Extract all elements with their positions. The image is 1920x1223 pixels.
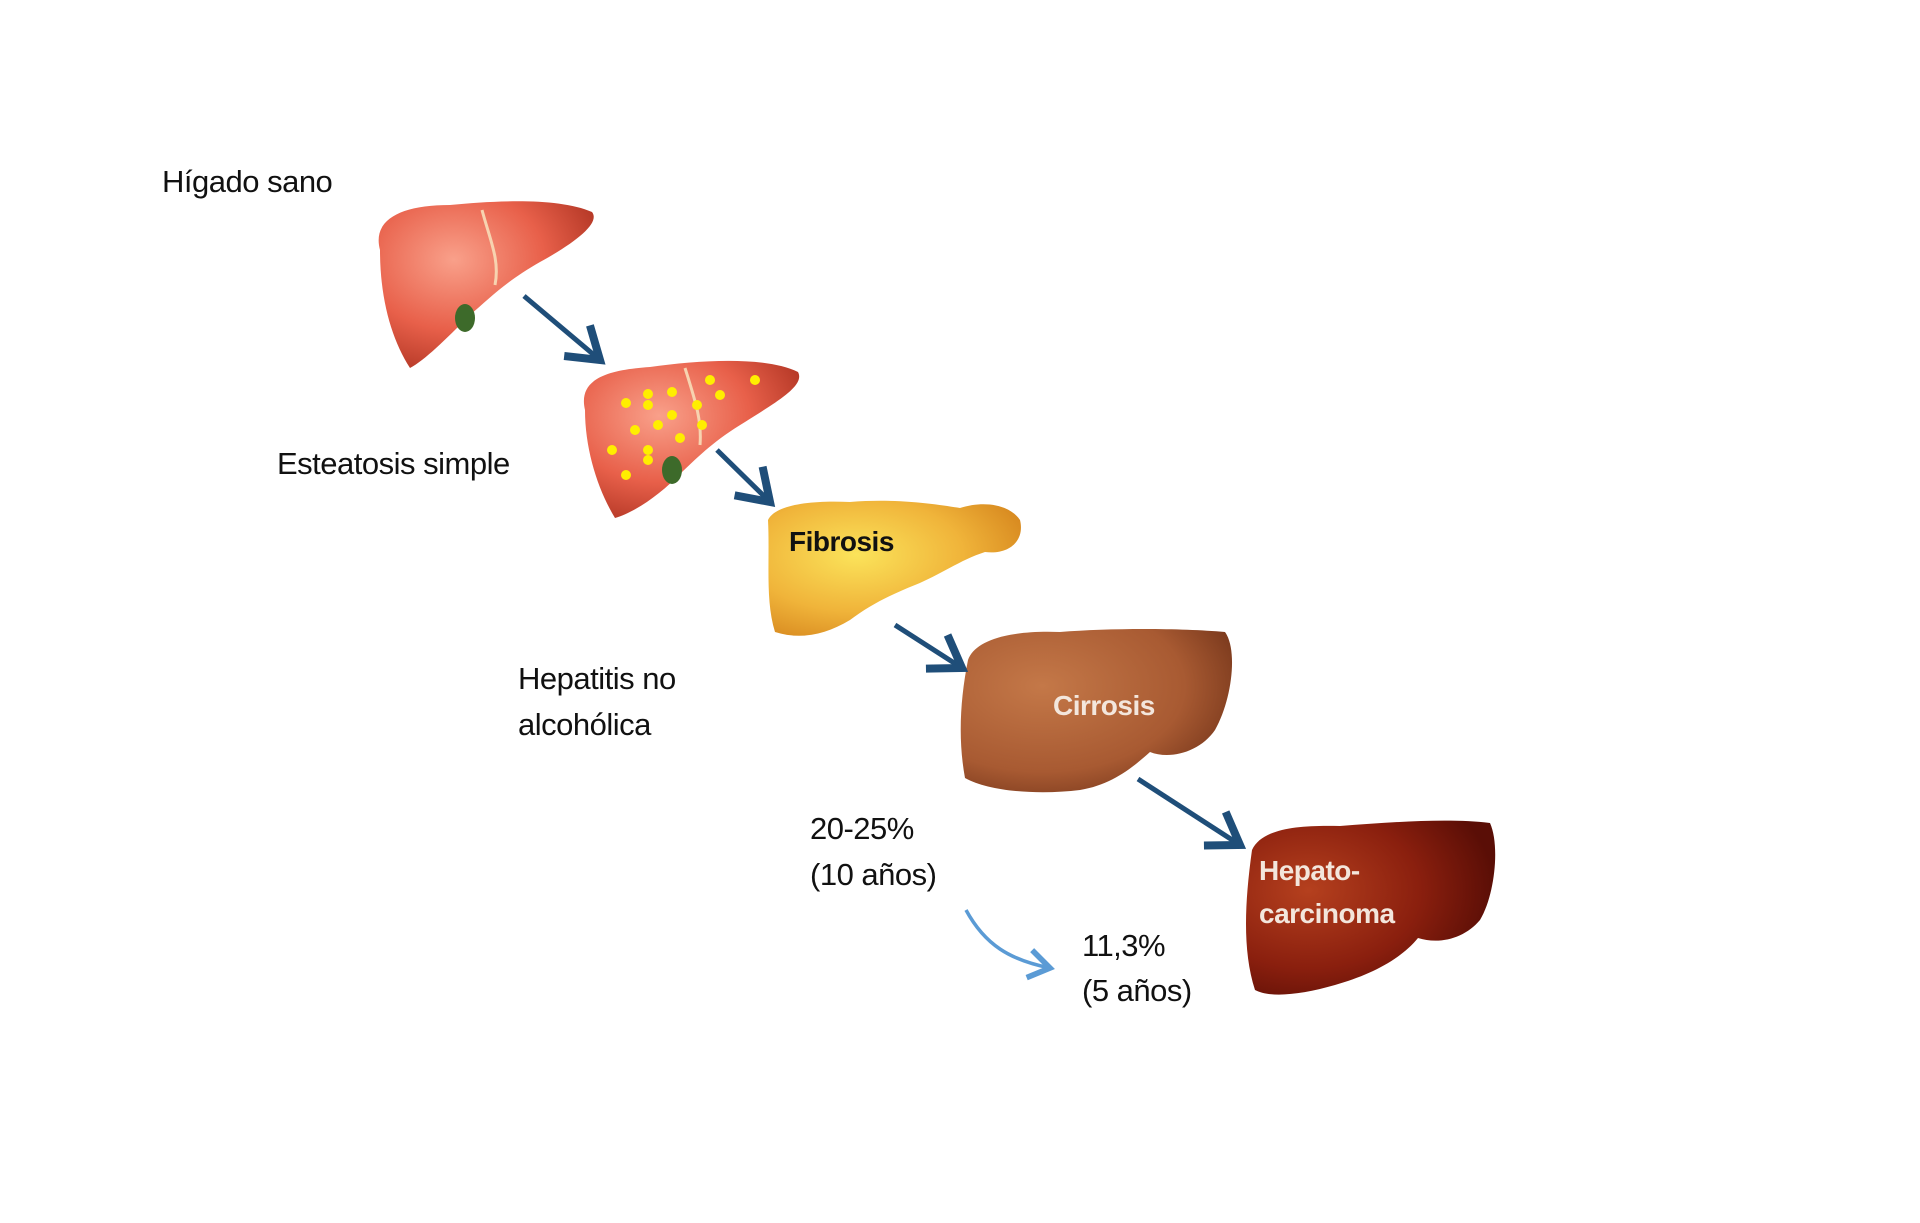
steatosis-liver-image xyxy=(583,360,800,518)
stage-label-cirrhosis: Cirrosis xyxy=(1053,690,1155,721)
cirrhosis-rate-percent: 20-25% xyxy=(810,811,914,846)
stage-label-hcc-line1: Hepato- xyxy=(1259,855,1360,886)
hcc-rate-percent: 11,3% xyxy=(1082,928,1166,963)
arrow-fibrosis-to-cirrhosis xyxy=(893,622,969,673)
stage-label-steatosis: Esteatosis simple xyxy=(277,446,510,481)
hcc-rate-period: (5 años) xyxy=(1082,973,1192,1008)
nash-label-line2: alcohólica xyxy=(518,707,651,742)
arrow-steatosis-to-fibrosis xyxy=(715,448,776,508)
cirrhosis-rate-period: (10 años) xyxy=(810,857,937,892)
fat-droplets xyxy=(607,375,760,480)
curved-arrow-to-hcc-rate xyxy=(964,909,1055,981)
hepatocarcinoma-liver-image xyxy=(1246,820,1496,995)
arrow-healthy-to-steatosis xyxy=(522,294,606,365)
nash-label-line1: Hepatitis no xyxy=(518,661,676,696)
stage-label-hcc-line2: carcinoma xyxy=(1259,898,1395,929)
stage-label-healthy: Hígado sano xyxy=(162,164,333,199)
cirrhosis-liver-image xyxy=(960,629,1233,793)
fibrosis-liver-image xyxy=(768,500,1021,636)
arrow-cirrhosis-to-hcc xyxy=(1136,776,1247,850)
healthy-liver-image xyxy=(378,201,594,368)
stage-label-fibrosis: Fibrosis xyxy=(789,526,894,557)
